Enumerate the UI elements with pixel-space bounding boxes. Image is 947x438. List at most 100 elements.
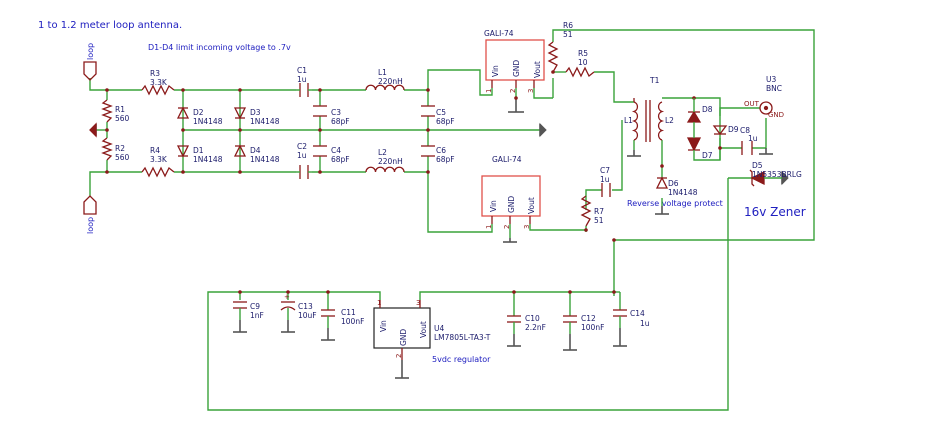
capacitor-c8: C8 1u: [740, 126, 758, 155]
d8-ref: D8: [702, 105, 713, 114]
c14-value: 1u: [640, 319, 650, 328]
ground-icon: [508, 98, 524, 113]
resistor-r7: R7 51: [580, 195, 604, 227]
u1-pin-gnd: GND: [512, 60, 521, 77]
ground-icon: [503, 238, 517, 243]
c1-ref: C1: [297, 66, 307, 75]
inductor-l1: L1 220nH: [365, 68, 405, 91]
connector-j2: loop: [83, 195, 97, 234]
d3-ref: D3: [250, 108, 261, 117]
capacitor-c10: C10 2.2nF: [507, 314, 546, 334]
diode-d3: D3 1N4148: [233, 107, 280, 126]
c1-value: 1u: [297, 75, 307, 84]
transformer-t1: T1 L1 L2: [624, 76, 674, 142]
u4-value: LM7805L-TA3-T: [434, 333, 491, 342]
capacitor-c7: C7 1u: [600, 166, 611, 197]
c2-value: 1u: [297, 151, 307, 160]
ground-icon: [321, 328, 335, 341]
regulator-note: 5vdc regulator: [432, 355, 491, 364]
inductor-l2: L2 220nH: [365, 148, 405, 173]
c9-ref: C9: [250, 302, 260, 311]
r2-ref: R2: [115, 144, 125, 153]
c5-ref: C5: [436, 108, 446, 117]
resistor-r6: R6 51: [547, 21, 573, 73]
l2-ref: L2: [378, 148, 387, 157]
junction-dots: [105, 70, 722, 294]
connector-j1-label: loop: [86, 43, 95, 60]
svg-text:+: +: [284, 293, 290, 301]
u2-pin2-num: 2: [503, 225, 511, 229]
u1-pin1-num: 1: [485, 89, 493, 93]
c6-value: 68pF: [436, 155, 455, 164]
c11-value: 100nF: [341, 317, 364, 326]
u3-pin-out: OUT: [744, 100, 760, 108]
r6-ref: R6: [563, 21, 573, 30]
c12-ref: C12: [581, 314, 596, 323]
c13-ref: C13: [298, 302, 313, 311]
capacitor-c12: C12 100nF: [563, 314, 604, 334]
diode-d2: D2 1N4148: [176, 106, 223, 126]
t1-coil-2: L2: [665, 116, 674, 125]
ground-icon: [563, 334, 577, 351]
u2-pin1-num: 1: [485, 225, 493, 229]
amplifier-u2: GALI-74 Vin GND Vout 1 2 3: [481, 155, 541, 229]
d4-value: 1N4148: [250, 155, 280, 164]
u4-pin-gnd: GND: [399, 329, 408, 346]
d6-ref: D6: [668, 179, 679, 188]
diode-d4: D4 1N4148: [233, 144, 280, 164]
c14-ref: C14: [630, 309, 645, 318]
ground-icon: [655, 206, 669, 215]
u2-value: GALI-74: [492, 155, 522, 164]
ground-icon: [539, 122, 547, 138]
zener-note: 16v Zener: [744, 205, 806, 219]
c2-ref: C2: [297, 142, 307, 151]
ground-icon: [89, 122, 97, 138]
u1-pin2-num: 2: [509, 89, 517, 93]
c7-ref: C7: [600, 166, 610, 175]
r4-ref: R4: [150, 146, 160, 155]
d4-ref: D4: [250, 146, 261, 155]
title-note: 1 to 1.2 meter loop antenna.: [38, 20, 182, 31]
capacitor-c3: C3 68pF: [313, 105, 350, 126]
c4-value: 68pF: [331, 155, 350, 164]
ground-icons: [89, 98, 789, 379]
c10-value: 2.2nF: [525, 323, 546, 332]
d5-ref: D5: [752, 161, 763, 170]
ground-icon: [233, 320, 247, 333]
u4-pin1-num: 1: [377, 299, 381, 307]
capacitor-c1: C1 1u: [296, 66, 312, 97]
c6-ref: C6: [436, 146, 446, 155]
ground-icon: [507, 334, 521, 347]
diode-d8: D8: [686, 98, 713, 123]
r6-value: 51: [563, 30, 573, 39]
u1-pin-in: Vin: [491, 65, 500, 77]
r4-value: 3.3K: [150, 155, 168, 164]
d1-value: 1N4148: [193, 155, 223, 164]
r7-ref: R7: [594, 207, 604, 216]
resistor-r3: R3 3.3K: [141, 69, 175, 96]
d5-value-visible: 1N5353BRLG: [752, 170, 802, 179]
d1-ref: D1: [193, 146, 204, 155]
capacitor-c14: C14 1u: [613, 309, 650, 328]
bnc-connector-u3: U3 BNC OUT GND: [744, 75, 784, 119]
u1-pin-out: Vout: [533, 61, 542, 78]
c12-value: 100nF: [581, 323, 604, 332]
u1-pin3-num: 3: [527, 89, 535, 93]
r5-value: 10: [578, 58, 588, 67]
r7-value: 51: [594, 216, 604, 225]
resistor-r5: R5 10: [565, 49, 595, 78]
capacitor-c13: + C13 10uF: [280, 293, 317, 320]
u2-pin-gnd: GND: [507, 196, 516, 213]
u3-value: BNC: [766, 84, 782, 93]
zener-d5: D5 1N5353BRLG 1N5353BRLG: [749, 161, 802, 187]
u4-ref: U4: [434, 324, 444, 333]
resistor-r1: R1 560: [101, 99, 130, 123]
l1-ref: L1: [378, 68, 387, 77]
capacitor-c2: C2 1u: [296, 142, 312, 179]
d2-ref: D2: [193, 108, 204, 117]
u4-pin2-num: 2: [395, 354, 403, 358]
reverse-note: Reverse voltage protect: [627, 199, 723, 208]
u3-ref: U3: [766, 75, 776, 84]
c9-value: 1nF: [250, 311, 264, 320]
ground-icon: [759, 148, 773, 155]
